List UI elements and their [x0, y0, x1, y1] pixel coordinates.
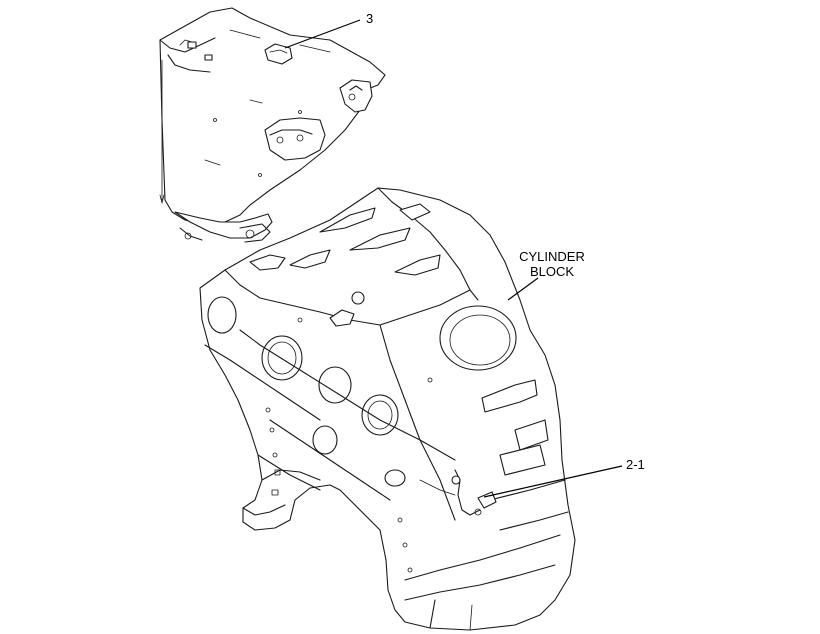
leader-line-3: [284, 19, 361, 49]
leader-line-2-1: [483, 465, 623, 498]
cylinder-block: [199, 187, 576, 631]
callout-2-1: 2-1: [626, 457, 645, 472]
leader-line-cylinder-block: [507, 277, 539, 301]
callout-3: 3: [366, 11, 374, 26]
callout-cylinder-block-line1: CYLINDER: [519, 249, 585, 264]
callout-cylinder-block-line2: BLOCK: [529, 264, 575, 279]
cover-assembly: [159, 7, 386, 243]
